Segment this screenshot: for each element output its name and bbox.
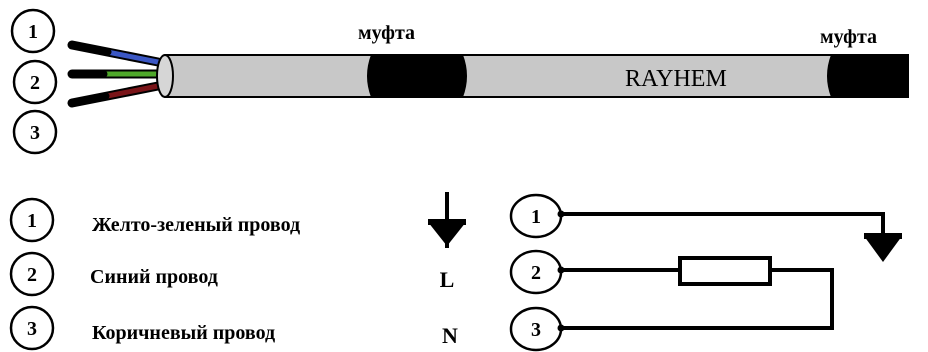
svg-text:1: 1 (27, 210, 37, 232)
legend-label-2: Синий провод (90, 266, 218, 288)
marker-1: 1 (10, 8, 56, 54)
cable-drawing: муфта муфта RAYHEM (67, 22, 909, 108)
ground-wire (561, 212, 885, 236)
terminal-2: 2 (509, 249, 563, 295)
schematic: 1 2 3 (509, 193, 902, 352)
marker-3: 3 (12, 109, 58, 155)
coupling-left (367, 54, 467, 98)
svg-text:3: 3 (27, 318, 37, 340)
neutral-symbol-N: N (442, 323, 458, 348)
terminal-3: 3 (509, 306, 563, 352)
svg-text:2: 2 (27, 264, 37, 286)
coupling-right-label: муфта (820, 26, 877, 48)
legend-label-3: Коричневый провод (92, 322, 275, 344)
svg-text:1: 1 (28, 21, 38, 43)
svg-text:2: 2 (531, 262, 541, 284)
legend-item-1: 1 Желто-зеленый провод (9, 197, 300, 243)
ground-icon (428, 192, 466, 248)
cable-sheath (159, 54, 909, 98)
brand-label: RAYHEM (625, 66, 727, 92)
legend-label-1: Желто-зеленый провод (92, 214, 300, 236)
top-markers: 1 2 3 (10, 8, 58, 155)
legend: 1 Желто-зеленый провод 2 Синий провод 3 … (9, 197, 300, 351)
coupling-right (827, 54, 909, 98)
phase-symbol-L: L (440, 267, 455, 292)
wire-black-tip-blue (68, 41, 112, 56)
svg-text:1: 1 (531, 206, 541, 228)
terminal-1: 1 (509, 193, 563, 239)
marker-2: 2 (12, 59, 58, 105)
legend-item-2: 2 Синий провод (9, 251, 218, 297)
svg-text:3: 3 (30, 122, 40, 144)
coupling-left-label: муфта (358, 22, 415, 44)
wire-stubs (67, 40, 163, 108)
svg-text:2: 2 (30, 72, 40, 94)
cable-end (156, 54, 174, 98)
legend-item-3: 3 Коричневый провод (9, 305, 275, 351)
resistor-icon (678, 256, 772, 286)
heater-wire-return (561, 268, 834, 330)
schematic-ground-icon (864, 233, 902, 262)
svg-text:3: 3 (531, 319, 541, 341)
